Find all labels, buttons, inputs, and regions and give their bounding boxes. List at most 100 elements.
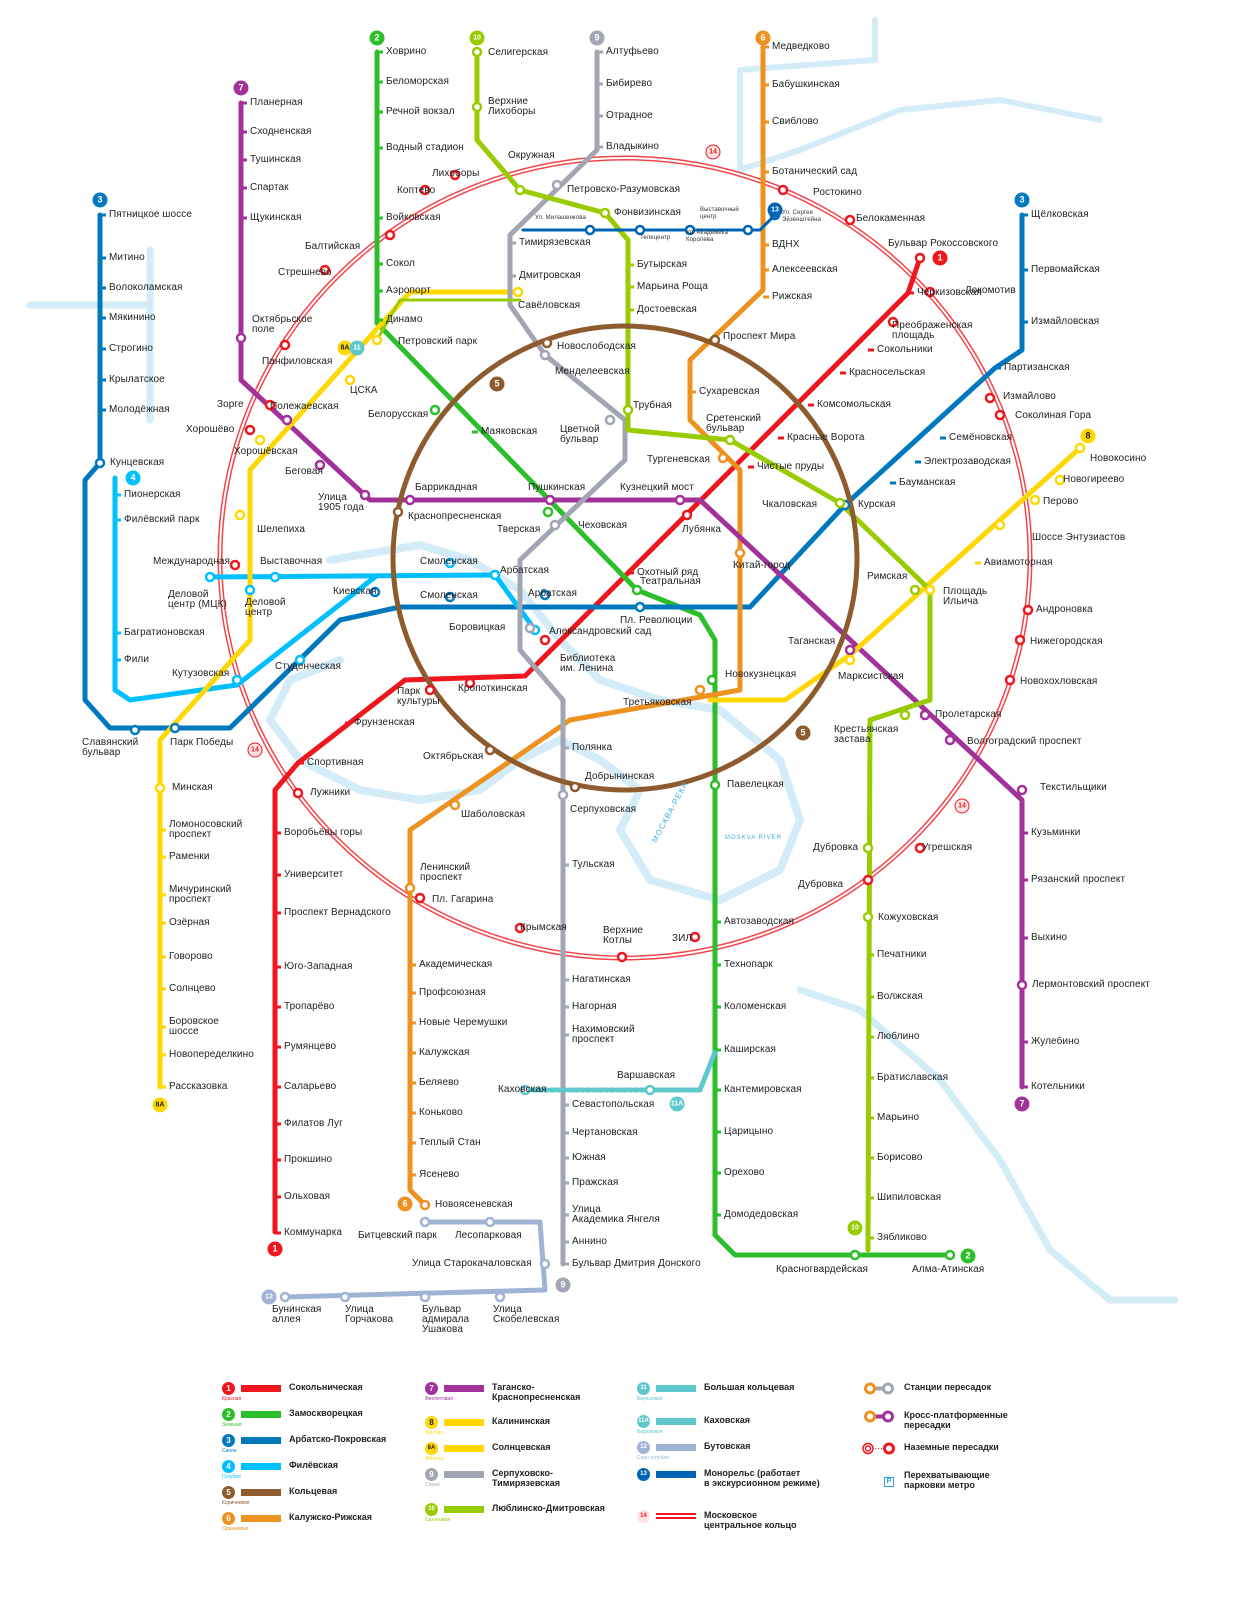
station-label[interactable]: Боровское шоссе <box>169 1016 219 1037</box>
station-label[interactable]: Улица 1905 года <box>318 492 365 513</box>
station-label[interactable]: Люблино <box>877 1031 920 1042</box>
station-label[interactable]: Алма-Атинская <box>912 1264 985 1275</box>
station-label[interactable]: Октябрьское поле <box>252 314 313 335</box>
station-label[interactable]: Алтуфьево <box>606 46 659 57</box>
station-label[interactable]: Спартак <box>250 182 289 193</box>
station-label[interactable]: Белокаменная <box>856 213 926 224</box>
station-label[interactable]: Селигерская <box>488 47 549 58</box>
station-label[interactable]: Мичуринский проспект <box>169 884 232 905</box>
station-label[interactable]: Верхние Котлы <box>603 925 644 946</box>
station-label[interactable]: Выхино <box>1031 932 1068 943</box>
station-label[interactable]: Алексеевская <box>772 264 838 275</box>
station-label[interactable]: Улица Академика Янгеля <box>572 1204 660 1225</box>
station-label[interactable]: Фонвизинская <box>614 207 682 218</box>
station-label[interactable]: Хорошёвская <box>234 446 298 457</box>
station-label[interactable]: Технопарк <box>724 959 773 970</box>
station-label[interactable]: Новопеределкино <box>169 1049 254 1060</box>
station-label[interactable]: Охотный ряд <box>637 567 699 578</box>
station-label[interactable]: Шаболовская <box>461 809 526 820</box>
station-label[interactable]: Парк Победы <box>170 737 234 748</box>
station-label[interactable]: Рассказовка <box>169 1081 228 1092</box>
station-label[interactable]: Пятницкое шоссе <box>109 209 193 220</box>
station-label[interactable]: Профсоюзная <box>419 987 486 998</box>
station-label[interactable]: Пролетарская <box>935 709 1002 720</box>
station-label[interactable]: Парк культуры <box>397 686 440 707</box>
station-label[interactable]: Ростокино <box>813 187 862 198</box>
station-label[interactable]: Войковская <box>386 212 441 223</box>
station-label[interactable]: Чеховская <box>578 520 628 531</box>
station-label[interactable]: Новоясеневская <box>435 1199 513 1210</box>
station-label[interactable]: Варшавская <box>617 1070 676 1081</box>
station-label[interactable]: Калужская <box>419 1047 470 1058</box>
station-label[interactable]: Филёвский парк <box>124 514 200 525</box>
station-label[interactable]: Южная <box>572 1152 606 1163</box>
station-label[interactable]: Марксистская <box>838 671 904 682</box>
station-label[interactable]: Белорусская <box>368 409 429 420</box>
station-label[interactable]: Ул. Академика Королева <box>686 230 729 243</box>
station-label[interactable]: Беломорская <box>386 76 449 87</box>
station-label[interactable]: Новогиреево <box>1063 474 1125 485</box>
station-label[interactable]: Перово <box>1043 496 1079 507</box>
station-label[interactable]: Крымская <box>520 922 567 933</box>
station-label[interactable]: Автозаводская <box>724 916 795 927</box>
station-label[interactable]: Прокшино <box>284 1154 333 1165</box>
station-label[interactable]: Молодёжная <box>109 404 170 415</box>
station-label[interactable]: Митино <box>109 252 145 263</box>
station-label[interactable]: Проспект Мира <box>723 331 796 342</box>
station-label[interactable]: Планерная <box>250 97 303 108</box>
station-label[interactable]: Авиамоторная <box>984 557 1053 568</box>
station-label[interactable]: Печатники <box>877 949 927 960</box>
station-label[interactable]: Смоленская <box>420 590 478 601</box>
station-label[interactable]: Маяковская <box>481 426 538 437</box>
station-label[interactable]: Сходненская <box>250 126 312 137</box>
station-label[interactable]: Воробьёвы горы <box>284 827 363 838</box>
station-label[interactable]: Свиблово <box>772 116 819 127</box>
station-label[interactable]: Добрынинская <box>585 771 655 782</box>
station-label[interactable]: Полежаевская <box>270 401 339 412</box>
station-label[interactable]: Красносельская <box>849 367 926 378</box>
station-label[interactable]: Каширская <box>724 1044 777 1055</box>
station-label[interactable]: Серпуховская <box>570 804 637 815</box>
station-label[interactable]: Шипиловская <box>877 1192 942 1203</box>
station-label[interactable]: Трубная <box>633 400 673 411</box>
station-label[interactable]: Университет <box>284 869 344 880</box>
station-label[interactable]: Щёлковская <box>1031 209 1089 220</box>
station-label[interactable]: Зябликово <box>877 1232 927 1243</box>
station-label[interactable]: Полянка <box>572 742 613 753</box>
station-label[interactable]: Боровицкая <box>449 622 506 633</box>
station-label[interactable]: Чертановская <box>572 1127 638 1138</box>
station-label[interactable]: Тургеневская <box>647 454 711 465</box>
station-label[interactable]: Соколиная Гора <box>1015 410 1092 421</box>
station-label[interactable]: Дубровка <box>813 842 859 853</box>
station-label[interactable]: Текстильщики <box>1040 782 1107 793</box>
station-label[interactable]: Багратионовская <box>124 627 205 638</box>
station-label[interactable]: Савёловская <box>518 300 581 311</box>
station-label[interactable]: Лихоборы <box>432 168 480 179</box>
station-label[interactable]: Улица Скобелевская <box>493 1304 560 1325</box>
station-label[interactable]: Братиславская <box>877 1072 949 1083</box>
station-label[interactable]: ВДНХ <box>772 239 800 250</box>
station-label[interactable]: Новые Черемушки <box>419 1017 508 1028</box>
station-label[interactable]: Крестьянская застава <box>834 724 899 745</box>
station-label[interactable]: Новокузнецкая <box>725 669 797 680</box>
station-label[interactable]: Кузьминки <box>1031 827 1081 838</box>
station-label[interactable]: Беляево <box>419 1077 460 1088</box>
station-label[interactable]: Черкизовская <box>917 287 982 298</box>
station-label[interactable]: Волоколамская <box>109 282 183 293</box>
station-label[interactable]: Студенческая <box>275 661 342 672</box>
station-label[interactable]: Беговая <box>285 466 323 477</box>
station-label[interactable]: Октябрьская <box>423 751 484 762</box>
station-label[interactable]: Красногвардейская <box>776 1264 869 1275</box>
station-label[interactable]: Борисово <box>877 1152 923 1163</box>
station-label[interactable]: Севастопольская <box>572 1099 655 1110</box>
station-label[interactable]: Первомайская <box>1031 264 1100 275</box>
station-label[interactable]: Лубянка <box>682 524 722 535</box>
station-label[interactable]: Шелепиха <box>257 524 306 535</box>
station-label[interactable]: ЗИЛ <box>672 933 693 944</box>
station-label[interactable]: Рязанский проспект <box>1031 874 1126 885</box>
station-label[interactable]: Нижегородская <box>1030 636 1103 647</box>
station-label[interactable]: Пл. Гагарина <box>432 894 494 905</box>
station-label[interactable]: Площадь Ильича <box>943 586 988 607</box>
station-label[interactable]: Царицыно <box>724 1126 774 1137</box>
station-label[interactable]: Менделеевская <box>555 366 630 377</box>
